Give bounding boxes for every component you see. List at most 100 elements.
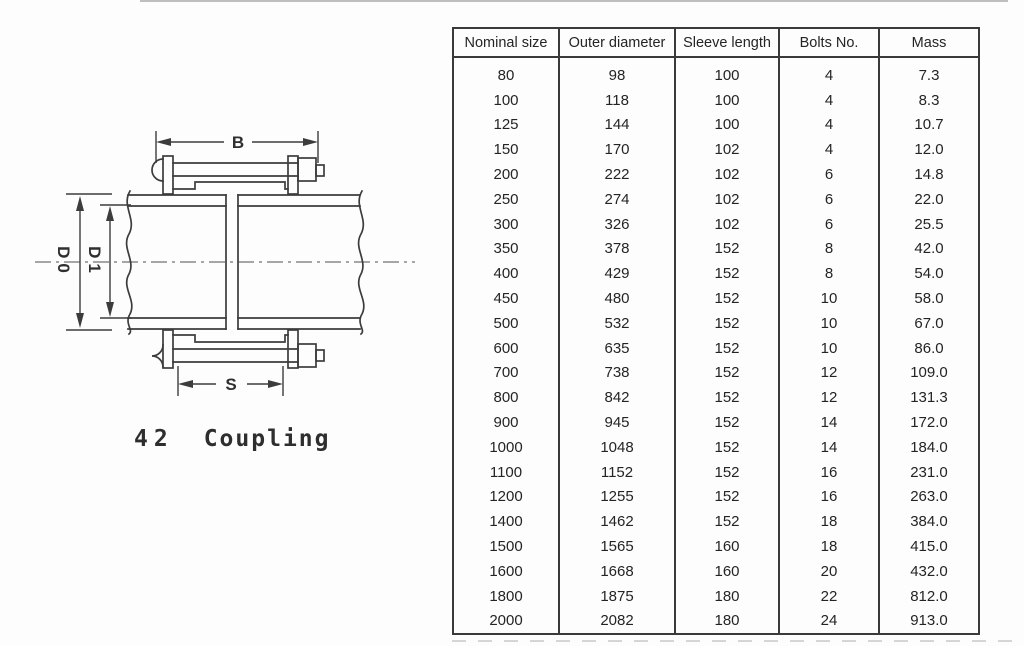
dimension-d1: D1 xyxy=(85,204,131,319)
cell: 152 xyxy=(674,310,779,336)
cell: 12.0 xyxy=(878,137,979,163)
cell: 152 xyxy=(674,484,779,510)
cell: 2082 xyxy=(558,608,675,635)
cell: 150 xyxy=(493,141,519,159)
cell: 263.0 xyxy=(878,484,979,510)
cell: 6 xyxy=(778,211,879,237)
dimension-label-b: B xyxy=(232,133,244,152)
cell: 172.0 xyxy=(878,410,979,435)
cell: 152 xyxy=(674,410,779,435)
cell: 4 xyxy=(778,87,879,113)
cell: 25.5 xyxy=(878,211,979,237)
nut-top xyxy=(297,157,317,182)
dimension-b: B xyxy=(155,131,319,163)
cell: 1255 xyxy=(558,484,675,510)
cell: 900 xyxy=(493,414,519,432)
cell: 635 xyxy=(558,335,675,361)
cell: 1200 xyxy=(489,488,523,506)
cell: 200 xyxy=(493,166,519,184)
cell: 1400 xyxy=(489,513,523,531)
cell: 10 xyxy=(778,310,879,336)
cell: 54.0 xyxy=(878,261,979,287)
cell: 67.0 xyxy=(878,310,979,336)
cell: 429 xyxy=(558,261,675,287)
cell: 24 xyxy=(778,608,879,635)
cell: 8 xyxy=(778,236,879,262)
flange-lug-bottom-left xyxy=(162,329,174,369)
cell: 160 xyxy=(674,534,779,559)
cell: 945 xyxy=(558,410,675,435)
cell: 152 xyxy=(674,261,779,287)
cell: 109.0 xyxy=(878,360,979,386)
flange-lug-top-right xyxy=(287,155,299,195)
cell: 350 xyxy=(493,240,519,258)
cell: 1152 xyxy=(558,459,675,485)
bolt-shaft-top xyxy=(172,162,299,177)
cell: 1100 xyxy=(489,463,523,481)
figure-title: Coupling xyxy=(203,426,331,452)
cell: 500 xyxy=(493,314,519,332)
scan-artifact-top xyxy=(140,0,1008,2)
column-header: Mass xyxy=(878,28,979,58)
break-line-left xyxy=(125,189,133,336)
cell: 18 xyxy=(778,534,879,559)
cell: 1500 xyxy=(489,538,523,556)
cell: 42.0 xyxy=(878,236,979,262)
column-header: Nominal size xyxy=(453,28,559,58)
pipe-outline xyxy=(125,189,365,336)
cell: 102 xyxy=(674,162,779,187)
cell: 152 xyxy=(674,509,779,535)
cell: 14 xyxy=(778,434,879,460)
dimension-s: S xyxy=(177,366,284,396)
cell: 152 xyxy=(674,434,779,460)
cell: 480 xyxy=(558,286,675,311)
cell: 378 xyxy=(558,236,675,262)
pipe-joint xyxy=(225,194,239,330)
cell: 125 xyxy=(493,116,519,134)
cell: 300 xyxy=(493,215,519,233)
cell: 170 xyxy=(558,137,675,163)
cell: 102 xyxy=(674,137,779,163)
cell: 274 xyxy=(558,186,675,212)
cell: 16 xyxy=(778,484,879,510)
cell: 102 xyxy=(674,186,779,212)
coupling-bottom-half xyxy=(151,329,325,369)
cell: 1600 xyxy=(489,562,523,580)
cell: 100 xyxy=(674,112,779,138)
dimension-label-d1: D1 xyxy=(85,246,104,278)
cell: 86.0 xyxy=(878,335,979,361)
cell: 22 xyxy=(778,583,879,609)
sleeve-profile-bottom xyxy=(172,334,289,343)
cell: 131.3 xyxy=(878,385,979,411)
cell: 180 xyxy=(674,583,779,609)
cell: 1000 xyxy=(489,438,523,456)
cell: 384.0 xyxy=(878,509,979,535)
cell: 20 xyxy=(778,558,879,584)
cell: 222 xyxy=(558,162,675,187)
bolt-head-bottom xyxy=(151,344,164,368)
cell: 450 xyxy=(493,290,519,308)
cell: 152 xyxy=(674,459,779,485)
cell: 913.0 xyxy=(878,608,979,635)
cell: 16 xyxy=(778,459,879,485)
cell: 58.0 xyxy=(878,286,979,311)
cell: 6 xyxy=(778,162,879,187)
cell: 12 xyxy=(778,360,879,386)
cell: 184.0 xyxy=(878,434,979,460)
cell: 152 xyxy=(674,385,779,411)
cell: 738 xyxy=(558,360,675,386)
